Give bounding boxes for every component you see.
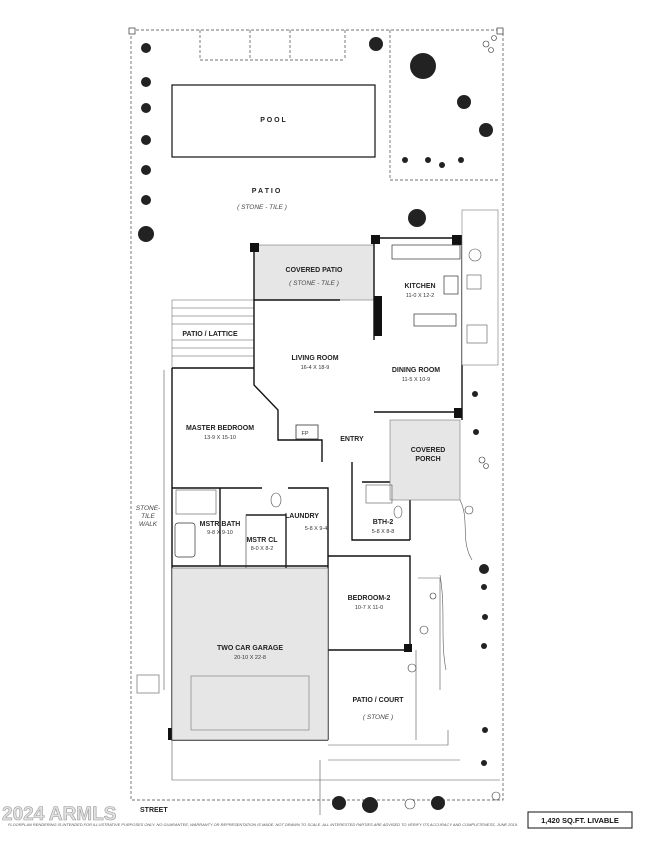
lot-corner-ne: [496, 27, 504, 35]
covered-patio-area: [253, 244, 375, 301]
stone-walk-label-3: WALK: [139, 521, 158, 528]
kitchen-island: [413, 313, 457, 327]
dining-room-size: 11-5 X 10-9: [402, 377, 430, 383]
fireplace: [295, 424, 319, 440]
sqft-label: 1,420 SQ.FT. LIVABLE: [541, 816, 619, 825]
master-bedroom-label: MASTER BEDROOM: [186, 425, 254, 432]
ac-unit-1: [466, 274, 482, 290]
patio-material: ( STONE - TILE ): [237, 204, 287, 211]
covered-porch-label-1: COVERED: [411, 447, 446, 454]
watermark: 2024 ARMLS: [2, 804, 116, 825]
driveway-lines: [171, 740, 500, 815]
lot-boundary: [130, 29, 504, 801]
patio-court-label: PATIO / COURT: [352, 697, 404, 704]
toilet-bath2: [393, 505, 403, 519]
kitchen-range: [443, 275, 459, 295]
patio-label: P A T I O: [252, 188, 281, 195]
master-bedroom-size: 13-9 X 15-10: [204, 435, 236, 441]
ac-unit-2: [466, 324, 488, 344]
lot-corner-nw: [128, 27, 136, 35]
patio-court-wall: [328, 577, 460, 761]
shower-bath2: [365, 484, 393, 504]
sqft-box: [527, 811, 633, 829]
covered-patio-label: COVERED PATIO: [286, 267, 343, 274]
laundry-label: LAUNDRY: [285, 513, 319, 520]
landscape-border: [439, 499, 473, 671]
bath2-label: BTH-2: [373, 519, 394, 526]
kitchen-label: KITCHEN: [404, 283, 435, 290]
side-yard-box: [461, 209, 499, 366]
landscaping: [138, 37, 493, 813]
master-closet-size: 8-0 X 8-2: [251, 546, 274, 552]
kitchen-counter: [391, 244, 461, 260]
bath2-size: 5-8 X 8-8: [372, 529, 395, 535]
landscape-rocks: [404, 35, 501, 810]
bathtub: [174, 522, 196, 558]
ac-round: [468, 248, 482, 262]
shower: [175, 489, 217, 515]
disclaimer: FLOORPLAN RENDERING IS INTENDED FOR ILLU…: [8, 823, 518, 827]
bedroom2-size: 10-7 X 11-0: [355, 605, 383, 611]
garage-label: TWO CAR GARAGE: [217, 645, 283, 652]
living-room-label: LIVING ROOM: [291, 355, 338, 362]
patio-court-material: ( STONE ): [363, 714, 393, 721]
patio-grid-lines: [199, 30, 500, 181]
covered-porch-label-2: PORCH: [415, 456, 440, 463]
garage-size: 20-10 X 22-8: [234, 655, 266, 661]
covered-patio-material: ( STONE - TILE ): [289, 280, 339, 287]
pool: [171, 84, 376, 158]
stone-walk-label-2: TILE: [141, 513, 155, 520]
master-bath-size: 9-8 X 9-10: [207, 530, 233, 536]
living-room-size: 16-4 X 18-9: [301, 365, 330, 371]
toilet-master: [270, 492, 282, 508]
stone-walk-label-1: STONE-: [136, 505, 161, 512]
laundry-size: 5-8 X 9-4: [305, 526, 328, 532]
dining-room-label: DINING ROOM: [392, 367, 440, 374]
bedroom2-label: BEDROOM-2: [348, 595, 391, 602]
garage-door: [190, 675, 310, 731]
patio-lattice: [171, 299, 255, 369]
garage-area: [171, 567, 329, 741]
master-closet-label: MSTR CL: [246, 537, 278, 544]
gate: [136, 674, 160, 694]
fireplace-label: FP: [301, 431, 308, 437]
patio-lattice-label: PATIO / LATTICE: [182, 331, 238, 338]
entry-label: ENTRY: [340, 436, 364, 443]
covered-porch-area: [389, 419, 461, 501]
street-label: STREET: [140, 807, 168, 814]
pool-label: P O O L: [260, 117, 286, 124]
master-bath-label: MSTR BATH: [200, 521, 241, 528]
kitchen-size: 11-0 X 12-2: [406, 293, 434, 299]
